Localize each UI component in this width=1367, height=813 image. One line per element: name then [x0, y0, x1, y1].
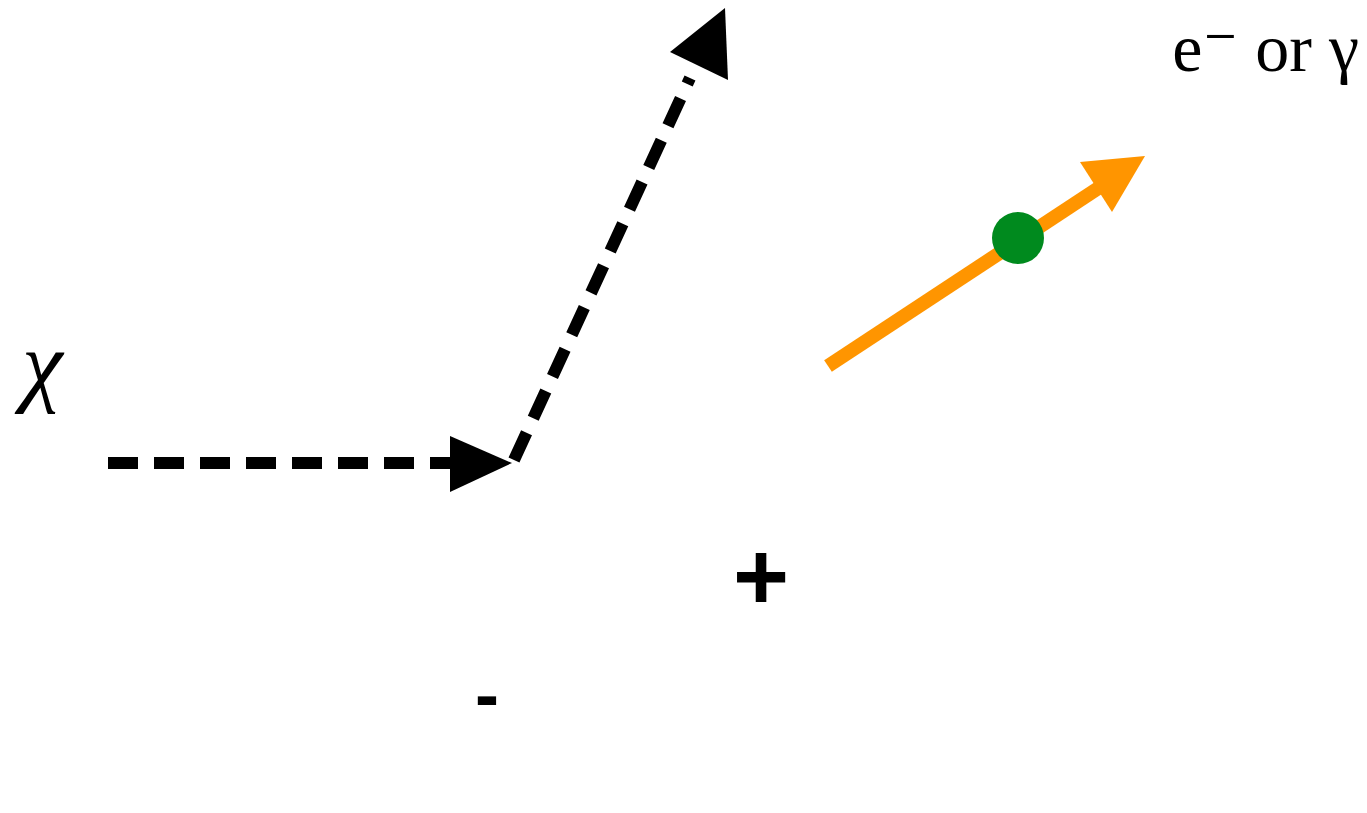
atom-cloud-outline	[265, 113, 965, 813]
label-holder: χ	[22, 318, 62, 410]
incoming-dm-track	[108, 457, 462, 469]
arrowhead	[1080, 156, 1145, 212]
scattered-dm-track	[514, 78, 690, 460]
arrowhead	[450, 436, 512, 492]
charge-sign: +	[733, 529, 789, 625]
atom-cloud: -+	[265, 113, 965, 813]
nucleus: +	[662, 478, 860, 676]
label-holder: e⁻ or γ	[1172, 14, 1359, 82]
emission-label: e⁻ or γ	[1172, 14, 1359, 82]
charge-sign: -	[475, 658, 499, 730]
emission-track	[828, 187, 1100, 366]
atom-cloud-fill	[265, 113, 965, 813]
particle-symbol: χ	[22, 318, 62, 410]
arrowhead	[670, 8, 728, 80]
text-holder: -	[475, 658, 499, 730]
emitted-particle	[992, 212, 1044, 264]
nucleus-fill	[662, 478, 860, 676]
